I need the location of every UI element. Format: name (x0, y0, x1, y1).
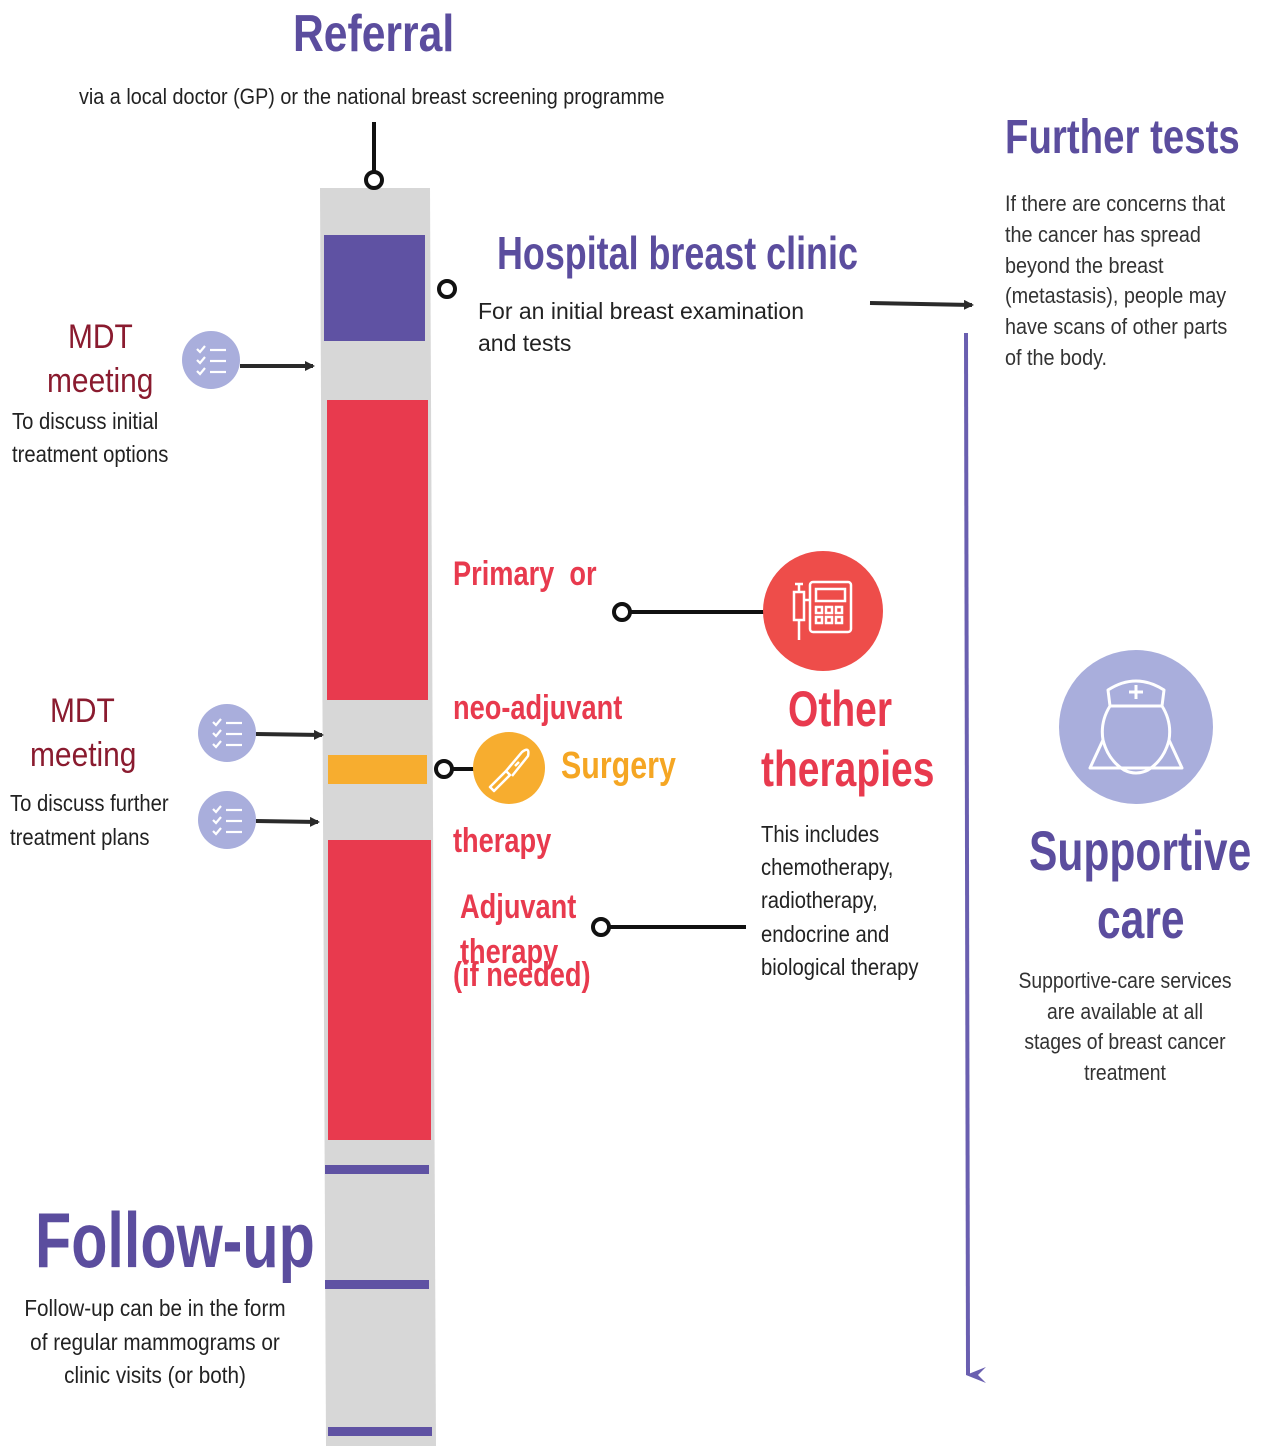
primary-line: Primary or (453, 555, 597, 593)
other-therapies-desc: This includes chemotherapy, radiotherapy… (761, 818, 919, 984)
primary-line: neo-adjuvant (453, 688, 623, 727)
primary-therapy-label: Primary or neo-adjuvant therapy (if need… (453, 463, 622, 1042)
other-therapies-line: radiotherapy, (761, 887, 878, 914)
supportive-line: stages of breast cancer (1024, 1029, 1226, 1055)
further-tests-line: have scans of other parts (1005, 314, 1228, 340)
referral-title: Referral (293, 5, 455, 63)
hospital-clinic-desc-1: For an initial breast examination (478, 298, 804, 324)
followup-line: of regular mammograms or (30, 1328, 280, 1355)
timeline-bar (320, 188, 436, 1446)
adjuvant-line: therapy (460, 933, 559, 971)
supportive-title-line1: Supportive (1029, 819, 1252, 882)
mdt2-arrow-b (255, 816, 320, 827)
other-therapies-line: biological therapy (761, 953, 919, 980)
other-therapies-title-line1: Other (788, 681, 893, 737)
mdt2-checklist-icon-b (198, 791, 256, 849)
hospital-clinic-node (437, 279, 457, 299)
other-therapies-title-line2: therapies (761, 741, 935, 797)
other-therapies-line: This includes (761, 821, 880, 847)
hospital-clinic-title: Hospital breast clinic (497, 227, 858, 279)
further-tests-line: If there are concerns that (1005, 191, 1226, 216)
further-tests-arrow (869, 299, 974, 310)
hospital-clinic-desc-2: and tests (478, 330, 572, 356)
further-tests-line: (metastasis), people may (1005, 283, 1227, 309)
surgery-block (328, 755, 427, 784)
mdt1-checklist-icon (182, 331, 240, 389)
nurse-icon (1059, 650, 1213, 804)
mdt2-desc-line2: treatment plans (10, 824, 150, 850)
referral-subtitle: via a local doctor (GP) or the national … (79, 84, 665, 109)
followup-line: clinic visits (or both) (64, 1362, 246, 1388)
followup-stripe (328, 1427, 432, 1436)
mdt2-desc-line1: To discuss further (10, 790, 169, 816)
supportive-line: are available at all (1046, 998, 1204, 1024)
supportive-line: treatment (1084, 1060, 1166, 1086)
supportive-desc: Supportive-care services are available a… (990, 966, 1260, 1089)
followup-line: Follow-up can be in the form (24, 1295, 286, 1321)
further-tests-line: of the body. (1005, 344, 1108, 370)
mdt2-title-line1: MDT (50, 692, 115, 730)
mdt2-checklist-icon (198, 704, 256, 762)
supportive-care-arrow (964, 332, 987, 1383)
further-tests-desc: If there are concerns that the cancer ha… (1005, 189, 1227, 374)
mdt2-title-line2: meeting (30, 736, 137, 774)
primary-line: (if needed) (453, 955, 591, 994)
other-therapies-line: endocrine and (761, 920, 890, 947)
followup-desc: Follow-up can be in the form of regular … (0, 1292, 310, 1393)
hospital-clinic-block (324, 235, 425, 341)
followup-stripe (325, 1280, 429, 1289)
supportive-line: Supportive-care services (1018, 968, 1232, 993)
followup-title: Follow-up (35, 1196, 315, 1284)
further-tests-title: Further tests (1005, 111, 1240, 164)
adjuvant-therapy-block (328, 840, 431, 1140)
other-therapies-line: chemotherapy, (761, 854, 894, 881)
surgery-label: Surgery (561, 745, 676, 787)
further-tests-line: beyond the breast (1005, 252, 1164, 278)
primary-line: therapy (453, 822, 552, 860)
mdt1-desc-line1: To discuss initial (12, 408, 159, 434)
adjuvant-therapy-label: Adjuvant therapy (460, 885, 576, 975)
mdt1-desc-line2: treatment options (12, 441, 169, 467)
primary-therapy-block (327, 400, 428, 700)
followup-stripe (325, 1165, 429, 1174)
mdt1-title-line1: MDT (68, 318, 133, 356)
adjuvant-line: Adjuvant (460, 888, 577, 926)
referral-node (364, 170, 384, 190)
surgery-node (434, 759, 454, 779)
scalpel-icon (473, 732, 545, 804)
infusion-pump-icon (763, 551, 883, 671)
supportive-title-line2: care (1097, 887, 1185, 950)
mdt1-title-line2: meeting (47, 362, 154, 400)
mdt2-arrow-a (255, 729, 324, 740)
further-tests-line: the cancer has spread (1005, 221, 1201, 247)
